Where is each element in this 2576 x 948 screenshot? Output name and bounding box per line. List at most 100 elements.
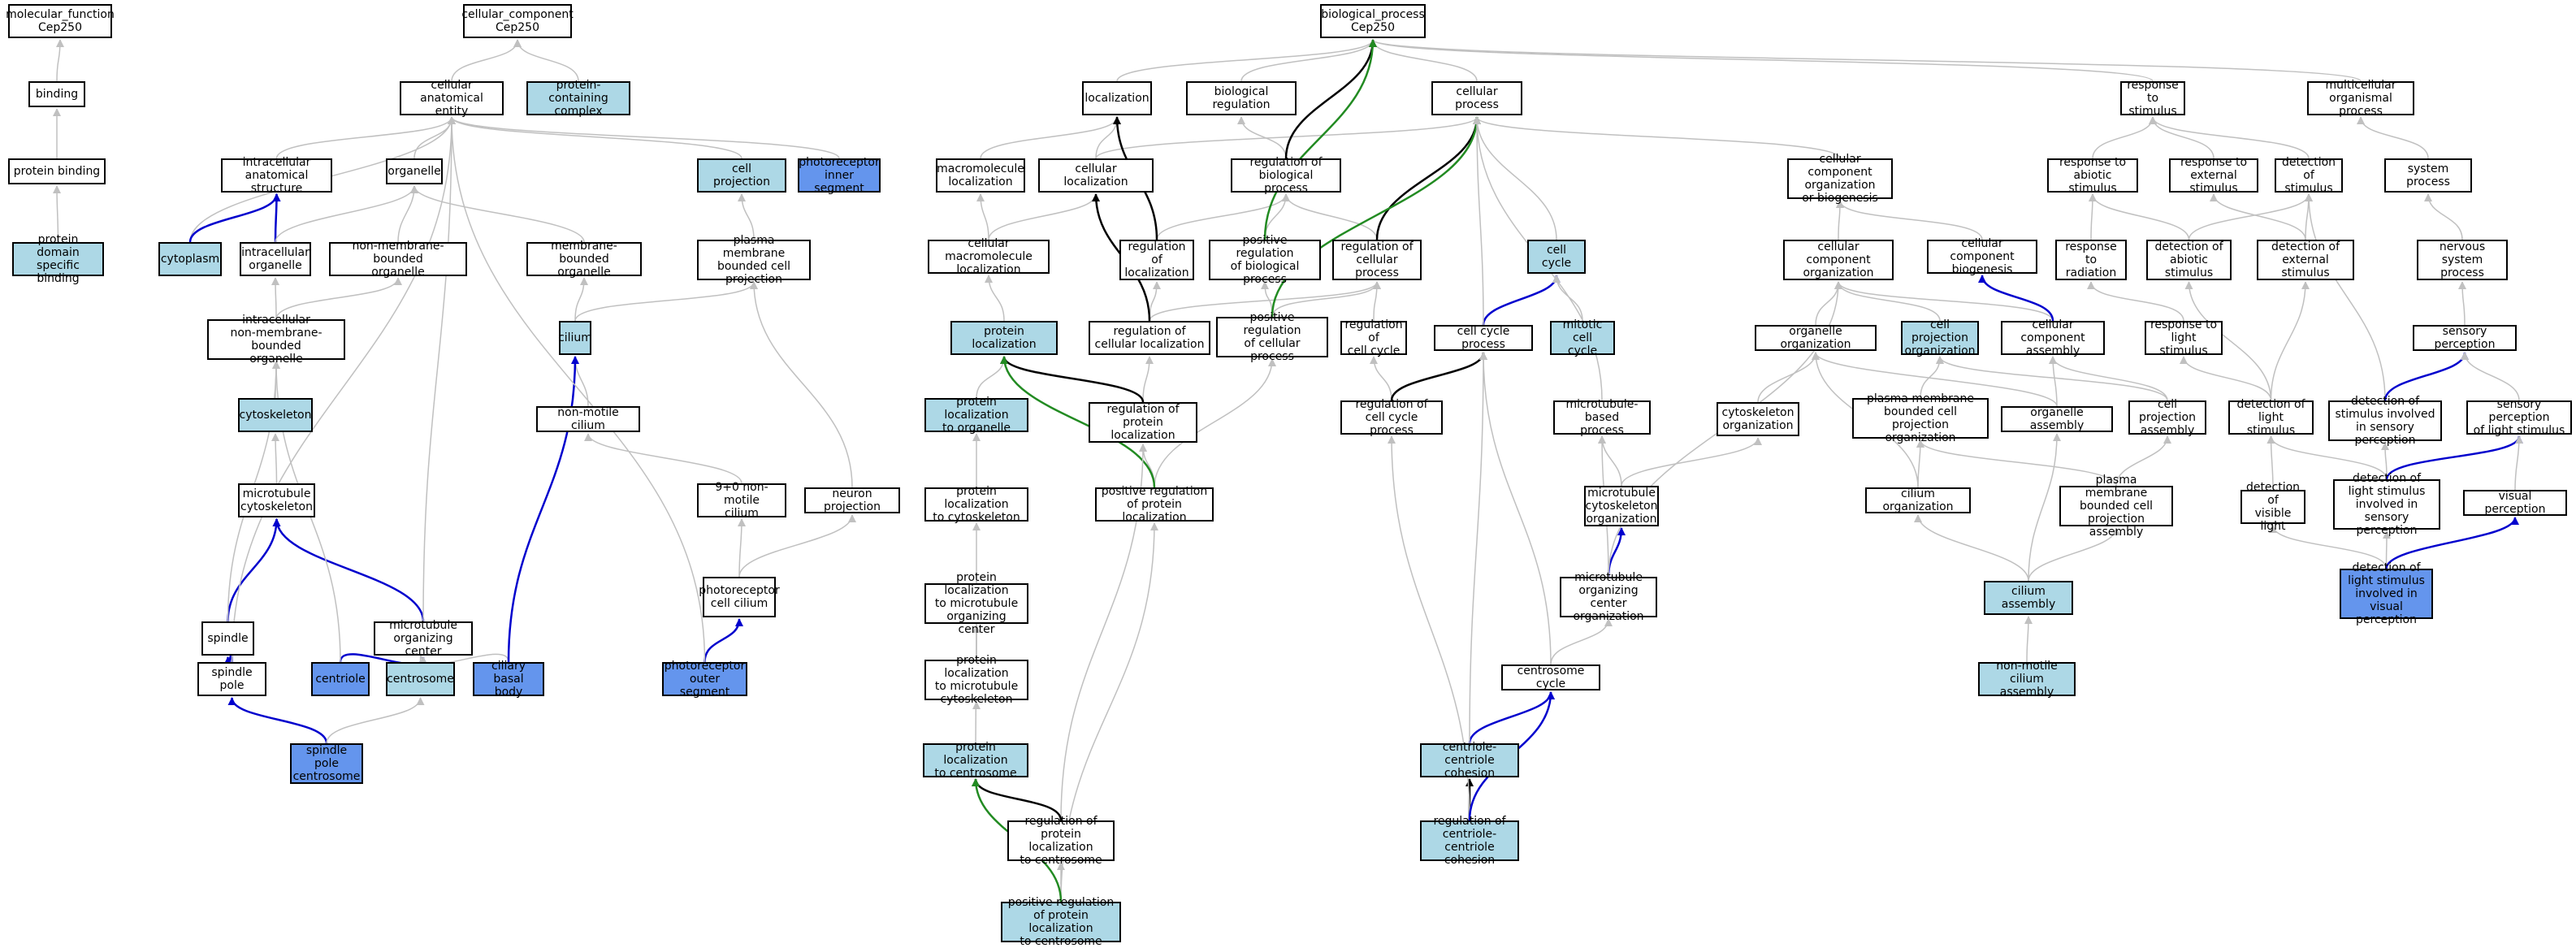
relation-edge — [1936, 356, 2168, 401]
go-term-node: microtubule organizing center — [374, 619, 473, 658]
relation-edge — [1479, 352, 1552, 665]
go-term-node: cellular component organization or bioge… — [1787, 153, 1893, 205]
go-term-node: system process — [2384, 158, 2472, 193]
go-term-node: positive regulation of cellular process — [1216, 311, 1328, 363]
go-term-node: photoreceptor outer segment — [662, 660, 747, 699]
go-term-node: regulation of biological process — [1231, 156, 1341, 195]
relation-edge — [1482, 275, 1561, 326]
relation-edge — [507, 356, 579, 663]
go-term-node: photoreceptor inner segment — [798, 156, 881, 195]
go-term-node: visual perception — [2463, 490, 2567, 516]
relation-edge — [275, 185, 418, 243]
go-term-node: cytoskeleton — [238, 398, 313, 432]
go-term-node: cilium — [558, 321, 592, 355]
go-term-node: biological regulation — [1186, 81, 1297, 115]
relation-edge — [271, 433, 280, 484]
go-term-node: cytoskeleton organization — [1717, 402, 1799, 436]
go-term-node: regulation of cell cycle — [1340, 318, 1407, 357]
go-term-node: centriole — [311, 662, 370, 696]
relation-edge — [2184, 281, 2272, 401]
relation-edge — [976, 193, 989, 240]
relation-edge — [53, 185, 62, 243]
relation-edge — [272, 518, 425, 622]
relation-edge — [1550, 618, 1613, 665]
relation-edge — [1916, 439, 2117, 487]
go-term-node: non-membrane-bounded organelle — [329, 240, 467, 279]
relation-edge — [976, 356, 1008, 399]
relation-edge — [2092, 116, 2157, 159]
go-term-node: plasma membrane bounded cell projection … — [1852, 392, 1989, 444]
relation-edge — [451, 39, 522, 82]
relation-edge — [2381, 442, 2390, 480]
go-term-node: regulation of protein localization — [1089, 402, 1197, 443]
go-term-node: cytoplasm — [158, 242, 222, 276]
relation-edge — [2269, 525, 2388, 569]
relation-edge — [1000, 356, 1145, 403]
go-term-node: response to external stimulus — [2169, 156, 2258, 195]
go-term-node: response to light stimulus — [2145, 318, 2223, 357]
relation-edge — [272, 193, 281, 243]
go-term-node: mitotic cell cycle — [1550, 318, 1615, 357]
go-term-node: cell projection assembly — [2128, 398, 2206, 437]
go-term-node: regulation of cellular localization — [1089, 321, 1210, 355]
relation-edge — [988, 193, 1100, 240]
go-term-node: intracellular organelle — [240, 242, 311, 276]
go-term-node: cellular_component Cep250 — [461, 4, 574, 38]
relation-edge — [1473, 116, 1557, 240]
relation-edge — [1116, 39, 1377, 82]
go-term-node: protein binding — [8, 158, 106, 184]
go-term-node: response to stimulus — [2120, 79, 2185, 118]
go-term-node: spindle — [201, 621, 254, 656]
relation-edge — [1271, 281, 1381, 318]
relation-edge — [1834, 281, 2054, 322]
go-term-node: organelle organization — [1755, 325, 1877, 351]
relation-edge — [2149, 116, 2310, 159]
go-term-node: protein localization to microtubule orga… — [924, 571, 1028, 636]
go-term-node: plasma membrane bounded cell projection … — [2059, 474, 2173, 539]
go-term-node: spindle pole centrosome — [290, 743, 363, 784]
relation-edge — [448, 116, 706, 663]
go-term-node: cellular localization — [1038, 158, 1154, 193]
relation-edge — [1469, 352, 1487, 744]
go-term-node: 9+0 non-motile cilium — [697, 481, 786, 520]
relation-edge — [1372, 281, 1381, 322]
go-term-node: centrosome cycle — [1501, 664, 1600, 690]
relation-edge — [1916, 439, 1924, 488]
go-term-node: detection of light stimulus involved in … — [2333, 472, 2440, 537]
go-term-node: detection of abiotic stimulus — [2146, 240, 2232, 280]
relation-edge — [1237, 116, 1287, 159]
go-term-node: detection of light stimulus involved in … — [2340, 561, 2433, 626]
go-term-node: cilium assembly — [1984, 581, 2073, 615]
go-term-node: non-motile cilium assembly — [1978, 660, 2076, 699]
go-term-node: organelle — [386, 158, 443, 184]
go-term-node: detection of visible light — [2240, 481, 2305, 533]
relation-edge — [1815, 281, 1842, 326]
go-term-node: microtubule cytoskeleton — [238, 483, 315, 517]
relation-edge — [1390, 352, 1487, 401]
relation-edge — [55, 39, 64, 82]
relation-edge — [2115, 435, 2171, 487]
relation-edge — [980, 116, 1121, 159]
relation-edge — [326, 697, 425, 744]
relation-edge — [2461, 352, 2520, 401]
go-term-node: cellular anatomical entity — [400, 79, 504, 118]
relation-edge — [2305, 193, 2386, 401]
relation-edge — [1263, 39, 1377, 240]
go-term-node: protein localization to microtubule cyto… — [924, 654, 1028, 706]
go-term-node: regulation of centriole-centriole cohesi… — [1420, 815, 1519, 867]
relation-edge — [1621, 437, 1762, 487]
go-term-node: plasma membrane bounded cell projection — [697, 234, 811, 286]
go-term-node: cellular macromolecule localization — [928, 237, 1050, 276]
relation-edge — [1607, 527, 1626, 578]
relation-edge — [227, 518, 281, 622]
go-term-node: photoreceptor cell cilium — [699, 577, 780, 617]
relation-edge — [448, 116, 840, 159]
go-term-node: positive regulation of protein localizat… — [1095, 485, 1214, 524]
go-term-node: response to radiation — [2055, 240, 2127, 280]
relation-edge — [1370, 356, 1392, 401]
relation-edge — [422, 116, 456, 622]
relation-edge — [1375, 116, 1481, 240]
go-term-node: protein domain specific binding — [12, 233, 104, 285]
relation-edge — [1139, 444, 1155, 488]
